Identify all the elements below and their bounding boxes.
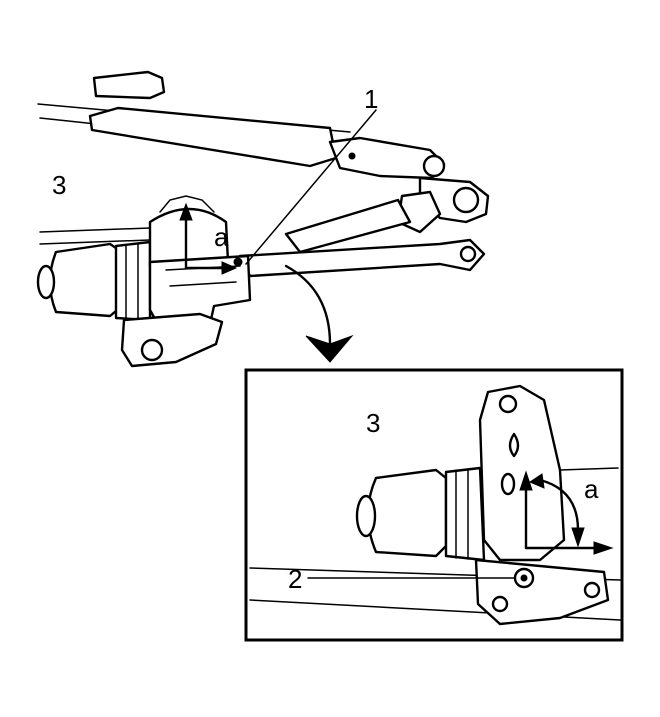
callout-2: 2 bbox=[288, 564, 302, 594]
callout-a-main: a bbox=[214, 222, 229, 252]
wiper-linkage bbox=[238, 176, 490, 278]
transition-arrow-curve bbox=[284, 264, 332, 346]
main-view bbox=[36, 70, 490, 368]
callout-3-detail: 3 bbox=[366, 408, 380, 438]
callout-1: 1 bbox=[364, 84, 378, 114]
transition-arrow-head bbox=[305, 334, 354, 363]
mounting-nut bbox=[513, 567, 535, 589]
callout-3-main: 3 bbox=[52, 170, 66, 200]
wiper-arm-upper bbox=[88, 70, 446, 180]
mounting-bracket bbox=[474, 384, 610, 626]
detail-inset bbox=[244, 368, 624, 642]
callout-a-detail: a bbox=[584, 474, 599, 504]
leader-line-1 bbox=[245, 109, 377, 265]
direction-arrow-a bbox=[519, 470, 614, 555]
wiper-motor-main bbox=[36, 195, 252, 368]
wiper-motor-detail bbox=[355, 466, 486, 562]
